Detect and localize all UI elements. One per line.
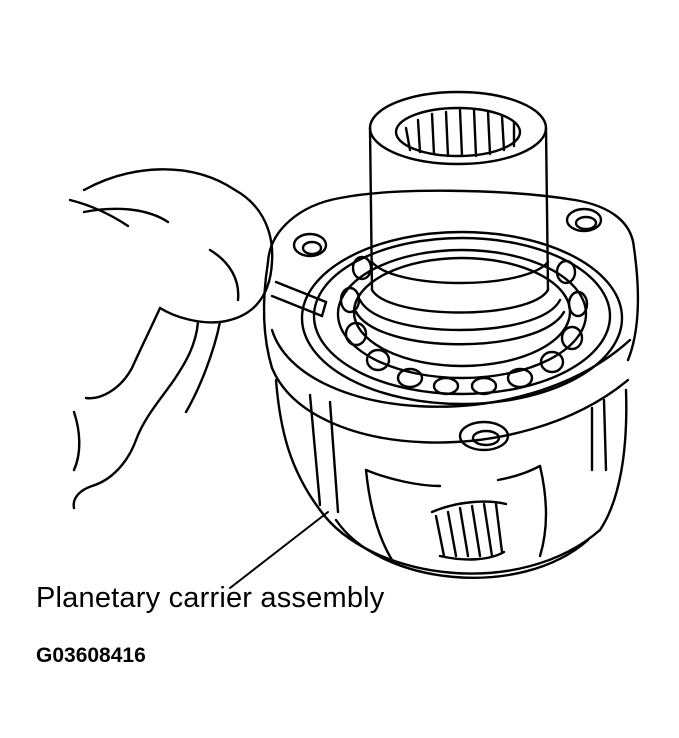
carrier-housing: [262, 189, 640, 579]
figure-id: G03608416: [36, 644, 146, 667]
bearing-ring: [300, 230, 624, 406]
output-shaft: [354, 90, 566, 346]
callout-leader-line: [229, 511, 329, 589]
hand-drawing: [68, 168, 328, 510]
callout-label: Planetary carrier assembly: [36, 582, 385, 614]
